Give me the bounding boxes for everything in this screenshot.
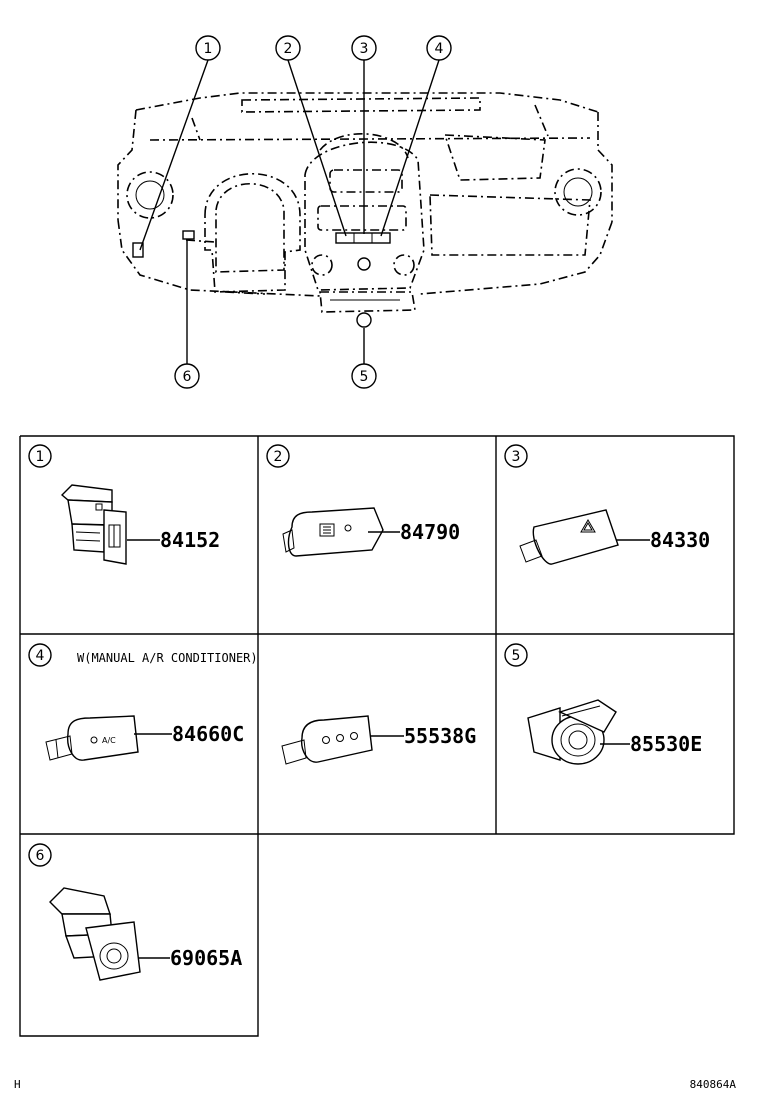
panel-index: 5 (512, 648, 521, 664)
socket-illustration (527, 699, 617, 765)
hazard-switch-illustration (519, 509, 619, 565)
dashboard-illustration (117, 92, 613, 328)
footer-figure-code: 840864A (690, 1078, 737, 1091)
panel-1: 1 84152 (28, 444, 220, 565)
defogger-switch-illustration (282, 507, 384, 557)
svg-text:1: 1 (204, 41, 213, 57)
panel-5: 5 85530E (504, 643, 702, 765)
part-number: 84330 (650, 528, 710, 552)
part-number: 84152 (160, 528, 220, 552)
parts-grid (19, 435, 735, 1037)
svg-text:6: 6 (183, 369, 192, 385)
svg-text:4: 4 (435, 41, 444, 57)
power-outlet-illustration (49, 887, 141, 981)
panel-4: 4 W(MANUAL A/R CONDITIONER) A/C 84660C 5… (28, 643, 476, 765)
panel-index: 1 (36, 449, 45, 465)
callout-leaders (139, 59, 440, 364)
panel-index: 3 (512, 449, 521, 465)
condition-note: W(MANUAL A/R CONDITIONER) (77, 651, 258, 665)
part-number: 69065A (170, 946, 242, 970)
switch-cover-illustration (281, 715, 373, 765)
callout-2: 2 (275, 35, 301, 61)
part-number: 84790 (400, 520, 460, 544)
callout-1: 1 (195, 35, 221, 61)
callout-3: 3 (351, 35, 377, 61)
panel-3: 3 84330 (504, 444, 710, 565)
part-number: 85530E (630, 732, 702, 756)
panel-index: 2 (274, 449, 283, 465)
switch-84152-illustration (60, 484, 127, 565)
ac-switch-illustration: A/C (45, 715, 139, 761)
panel-index: 6 (36, 848, 45, 864)
footer-left: H (14, 1078, 21, 1091)
svg-text:3: 3 (360, 41, 369, 57)
part-number: 84660C (172, 722, 244, 746)
panel-6: 6 69065A (28, 843, 242, 981)
panel-2: 2 84790 (266, 444, 460, 557)
panel-index: 4 (36, 648, 45, 664)
ac-label: A/C (102, 736, 116, 745)
part-number: 55538G (404, 724, 476, 748)
callout-6: 6 (174, 363, 200, 389)
svg-text:2: 2 (284, 41, 293, 57)
callout-4: 4 (426, 35, 452, 61)
callout-5: 5 (351, 363, 377, 389)
svg-text:5: 5 (360, 369, 369, 385)
